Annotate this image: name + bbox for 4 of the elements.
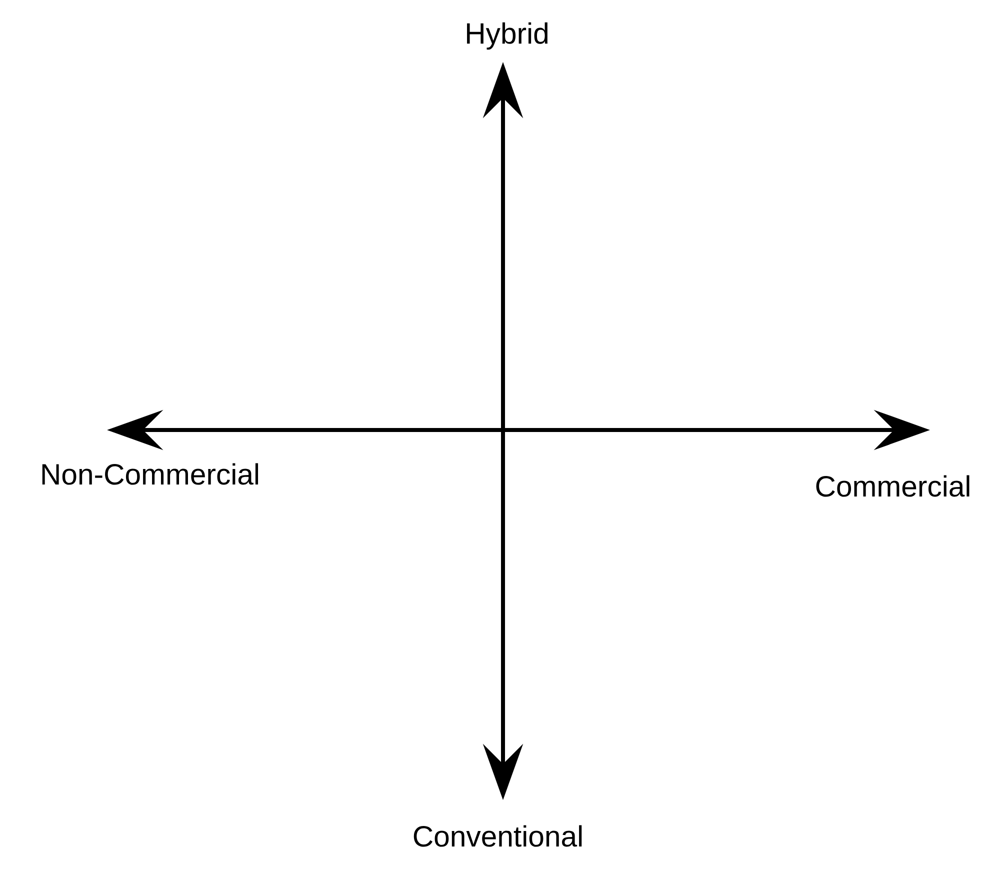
axis-label: Hybrid: [467, 22, 548, 50]
axis-label: Non-Commercial: [42, 463, 258, 485]
axis-label: Conventional: [414, 825, 582, 847]
axis-label: Commercial: [816, 475, 970, 497]
